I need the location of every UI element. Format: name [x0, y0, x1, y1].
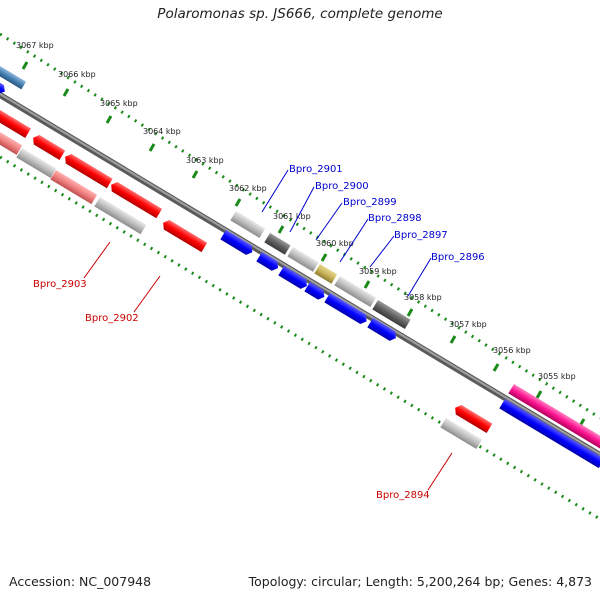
- genome-backbone: [0, 92, 600, 458]
- gene-label[interactable]: Bpro_2898: [368, 213, 422, 224]
- kbp-label: 3063 kbp: [186, 156, 224, 165]
- kbp-label: 3062 kbp: [229, 184, 267, 193]
- genome-summary-text: Topology: circular; Length: 5,200,264 bp…: [248, 574, 592, 589]
- gene-feature: [16, 148, 57, 179]
- gene-feature: [508, 384, 600, 451]
- kbp-label: 3060 kbp: [316, 239, 354, 248]
- gene-feature: [372, 300, 411, 330]
- kbp-label: 3067 kbp: [16, 41, 54, 50]
- kbp-label: 3064 kbp: [143, 127, 181, 136]
- gene-label[interactable]: Bpro_2903: [33, 279, 87, 290]
- gene-feature: [440, 418, 483, 450]
- gene-feature: [499, 399, 600, 469]
- gene-feature: [264, 233, 291, 255]
- kbp-label: 3065 kbp: [100, 99, 138, 108]
- gene-feature: [163, 220, 208, 253]
- major-ticks: [21, 61, 586, 427]
- gene-feature: [278, 266, 307, 289]
- map-title: Polaromonas sp. JS666, complete genome: [157, 6, 443, 22]
- gene-feature: [455, 405, 493, 434]
- gene-feature: [33, 135, 66, 160]
- gene-feature: [324, 293, 367, 325]
- gene-feature: [0, 132, 23, 155]
- gene-features: [0, 60, 600, 469]
- gene-feature: [50, 170, 98, 205]
- gene-label[interactable]: Bpro_2899: [343, 197, 397, 208]
- gene-feature: [111, 182, 163, 219]
- gene-feature: [304, 282, 325, 300]
- gene-feature: [65, 154, 113, 189]
- kbp-label: 3058 kbp: [404, 293, 442, 302]
- gene-feature: [314, 264, 338, 284]
- gene-label[interactable]: Bpro_2894: [376, 490, 430, 501]
- gene-feature: [220, 230, 253, 255]
- forward-label-leaders: [261, 169, 432, 297]
- kbp-label: 3056 kbp: [493, 346, 531, 355]
- gene-label[interactable]: Bpro_2900: [315, 181, 369, 192]
- accession-text: Accession: NC_007948: [9, 574, 152, 589]
- gene-feature: [287, 247, 319, 272]
- gene-feature: [230, 211, 266, 238]
- kbp-label: 3059 kbp: [359, 267, 397, 276]
- kbp-label: 3061 kbp: [273, 212, 311, 221]
- gene-feature: [367, 318, 396, 341]
- kbp-labels: 3067 kbp 3066 kbp 3065 kbp 3064 kbp 3063…: [16, 41, 576, 381]
- outer-tick-track: [0, 32, 600, 420]
- gene-label[interactable]: Bpro_2902: [85, 313, 139, 324]
- gene-label[interactable]: Bpro_2901: [289, 164, 343, 175]
- kbp-label: 3066 kbp: [58, 70, 96, 79]
- gene-feature: [256, 252, 279, 271]
- gene-feature: [94, 197, 147, 235]
- gene-feature: [0, 60, 27, 90]
- kbp-label: 3057 kbp: [449, 320, 487, 329]
- gene-label[interactable]: Bpro_2897: [394, 230, 448, 241]
- gene-label[interactable]: Bpro_2896: [431, 252, 485, 263]
- kbp-label: 3055 kbp: [538, 372, 576, 381]
- gene-feature: [0, 110, 31, 138]
- reverse-label-leaders: [83, 241, 453, 491]
- gene-feature: [334, 276, 377, 308]
- gene-feature: [0, 78, 5, 94]
- gene-labels: Bpro_2901 Bpro_2900 Bpro_2899 Bpro_2898 …: [33, 164, 485, 501]
